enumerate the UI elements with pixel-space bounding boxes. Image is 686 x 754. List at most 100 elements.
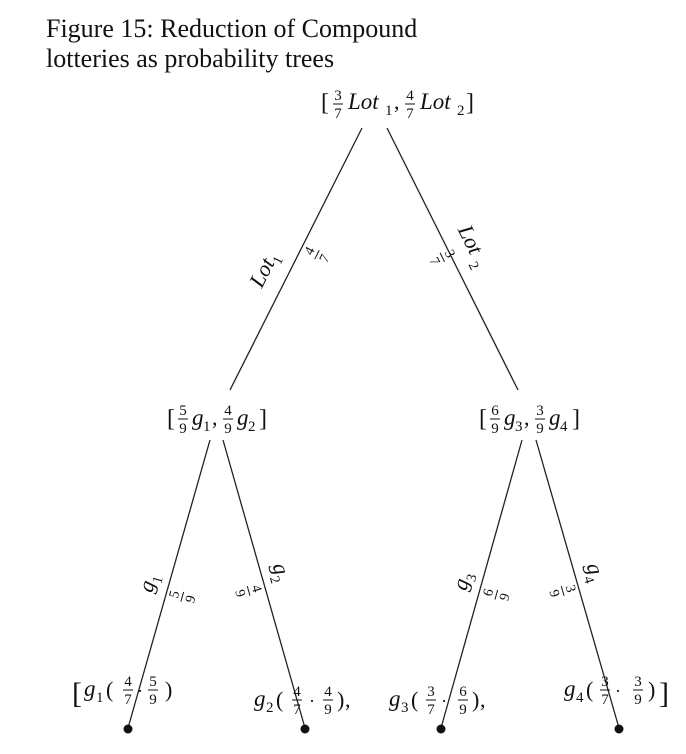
svg-text:]: ] (259, 406, 267, 432)
leaf-dot-g4 (614, 724, 624, 734)
root-prob2-num: 4 (406, 88, 414, 104)
leaf-g4-subscript: 4 (576, 690, 584, 706)
edge-label-lot2: Lot 2 3 7 (426, 220, 489, 273)
leaf-g2-p2-den: 9 (324, 702, 332, 718)
svg-text:[: [ (479, 406, 487, 432)
mr-prob1-den: 9 (491, 421, 499, 437)
svg-text:): ) (648, 677, 655, 702)
svg-text:[: [ (72, 677, 82, 710)
ml-prob2-num: 4 (224, 403, 232, 419)
leaf-g3-p2-num: 6 (459, 684, 467, 700)
root-item1-symbol: Lot (347, 89, 379, 114)
leaf-g4-symbol: g (564, 676, 576, 701)
mr-prob1-num: 6 (491, 403, 499, 419)
edge-ml-g2 (222, 439, 306, 729)
leaf-g2-trailing-comma: , (345, 687, 351, 712)
edge-root-lot2 (386, 127, 519, 391)
svg-text:(: ( (106, 677, 113, 702)
leaf-g3-subscript: 3 (401, 700, 409, 716)
leaf-g1-symbol: g (84, 676, 96, 701)
leaf-g4-p2-den: 9 (634, 692, 642, 708)
edge-g2-prob-num: 4 (248, 583, 264, 594)
svg-text:]: ] (572, 406, 580, 432)
edge-g4-subscript: 4 (580, 575, 596, 586)
leaf-dot-g3 (436, 724, 446, 734)
svg-text:[: [ (321, 90, 329, 116)
mr-item1-symbol: g (504, 405, 516, 430)
edge-lot2-subscript: 2 (465, 260, 482, 273)
svg-text:·: · (309, 691, 315, 711)
leaf-g3-p1-den: 7 (427, 702, 435, 718)
edge-g1-prob-num: 5 (167, 589, 183, 600)
svg-text:,: , (212, 405, 218, 430)
mr-item2-symbol: g (549, 405, 561, 430)
leaf-g4-p1-num: 3 (601, 674, 609, 690)
root-prob2-den: 7 (406, 106, 414, 122)
root-prob1-den: 7 (334, 106, 342, 122)
leaf-g4-p2-num: 3 (634, 674, 642, 690)
leaf-dot-g2 (300, 724, 310, 734)
node-root: [ 3 7 Lot 1 , 4 7 Lot 2 ] (321, 88, 474, 122)
node-mid-left: [ 5 9 g 1 , 4 9 g 2 ] (167, 403, 267, 437)
ml-prob1-den: 9 (179, 421, 187, 437)
edge-g4-prob-num: 3 (562, 583, 578, 594)
edge-g1-prob-den: 9 (183, 594, 199, 605)
leaf-g1-p2-num: 5 (149, 674, 157, 690)
figure-caption-label: Figure 15: (46, 14, 154, 43)
leaf-g3-trailing-comma: , (480, 687, 486, 712)
ml-prob1-num: 5 (179, 403, 187, 419)
leaf-g2-p2-num: 4 (324, 684, 332, 700)
leaf-label-g3: g 3 ( 3 7 · 6 9 ) , (389, 684, 486, 718)
svg-text:]: ] (466, 90, 474, 116)
leaf-g2-p1-den: 7 (293, 702, 301, 718)
edge-g1-subscript: 1 (150, 575, 166, 586)
edge-root-lot1 (229, 127, 363, 391)
svg-text:): ) (165, 677, 172, 702)
ml-item2-subscript: 2 (248, 419, 256, 435)
svg-text:(: ( (276, 687, 283, 712)
edge-g4-prob-den: 9 (545, 588, 561, 599)
root-item2-symbol: Lot (419, 89, 451, 114)
leaf-g1-p1-den: 7 (124, 692, 132, 708)
edge-g3-prob-den: 9 (497, 592, 513, 603)
ml-item1-symbol: g (192, 405, 204, 430)
leaf-label-g4: g 4 ( 3 7 · 3 9 ) ] (564, 674, 669, 710)
svg-text:(: ( (586, 677, 593, 702)
leaf-g1-p1-num: 4 (124, 674, 132, 690)
edge-label-g3: g 3 6 9 (447, 573, 514, 603)
edge-label-lot1: Lot 1 4 7 (243, 245, 333, 292)
leaf-g2-p1-num: 4 (293, 684, 301, 700)
leaf-dot-g1 (123, 724, 133, 734)
edge-g3-subscript: 3 (464, 573, 480, 584)
svg-text:,: , (524, 405, 530, 430)
svg-text:,: , (394, 89, 400, 114)
edge-lot2-prob-den: 7 (426, 255, 443, 268)
mr-item1-subscript: 3 (515, 419, 523, 435)
svg-text:]: ] (659, 677, 669, 710)
node-mid-right: [ 6 9 g 3 , 3 9 g 4 ] (479, 403, 580, 437)
figure-caption: Figure 15: Reduction of Compound lotteri… (46, 14, 486, 74)
edge-g3-prob-num: 6 (481, 587, 497, 598)
leaf-g3-symbol: g (389, 686, 401, 711)
svg-text:(: ( (411, 687, 418, 712)
mr-prob2-den: 9 (536, 421, 544, 437)
leaf-g2-symbol: g (254, 686, 266, 711)
svg-text:[: [ (167, 406, 175, 432)
ml-prob2-den: 9 (224, 421, 232, 437)
edge-lot2-symbol: Lot (453, 220, 489, 259)
ml-item2-symbol: g (237, 405, 249, 430)
root-prob1-num: 3 (334, 88, 342, 104)
mr-item2-subscript: 4 (560, 419, 568, 435)
leaf-g3-p2-den: 9 (459, 702, 467, 718)
edge-g2-prob-den: 9 (231, 588, 247, 599)
svg-text:·: · (441, 691, 447, 711)
leaf-g1-subscript: 1 (96, 690, 104, 706)
mr-prob2-num: 3 (536, 403, 544, 419)
root-item2-subscript: 2 (457, 103, 465, 119)
leaf-g1-p2-den: 9 (149, 692, 157, 708)
ml-item1-subscript: 1 (203, 419, 211, 435)
edge-g2-subscript: 2 (266, 575, 282, 586)
root-item1-subscript: 1 (385, 103, 393, 119)
